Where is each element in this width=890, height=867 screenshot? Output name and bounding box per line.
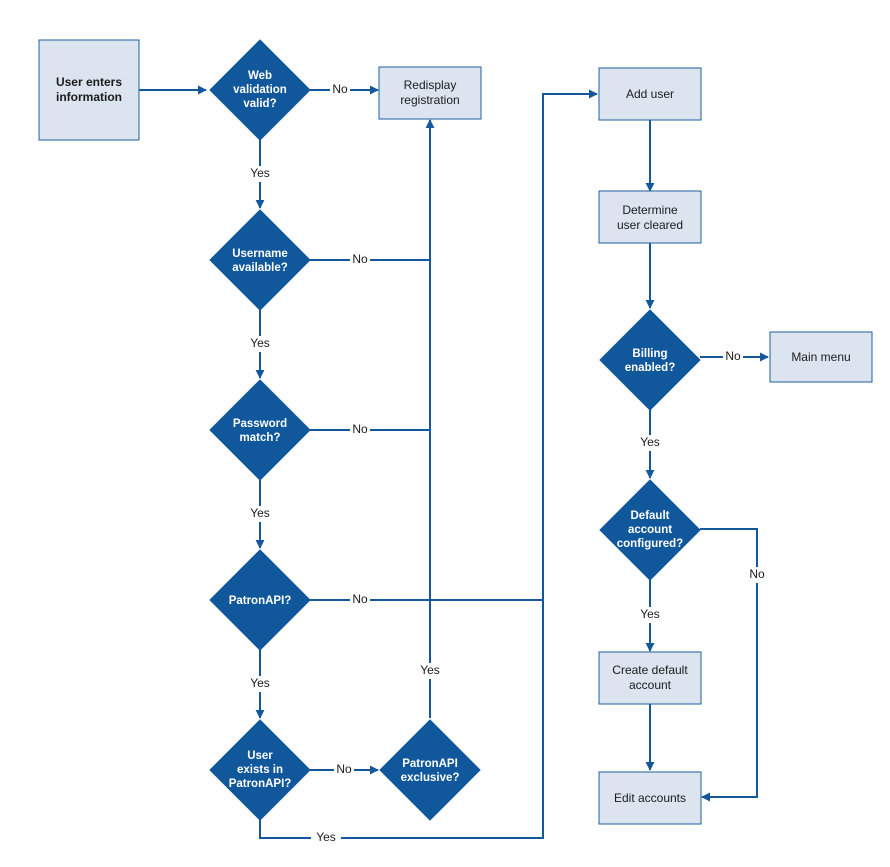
label-default-account-no: No — [747, 567, 767, 583]
node-patronapi: PatronAPI? — [209, 549, 311, 651]
svg-text:No: No — [725, 349, 741, 363]
label-username-no: No — [350, 252, 370, 268]
svg-text:No: No — [352, 422, 368, 436]
svg-text:No: No — [352, 252, 368, 266]
svg-text:PatronAPI?: PatronAPI? — [229, 595, 292, 607]
label-billing-no: No — [723, 349, 743, 365]
label-user-exists-yes: Yes — [311, 830, 341, 846]
svg-text:Yes: Yes — [316, 830, 336, 844]
svg-text:No: No — [749, 567, 765, 581]
node-edit-accounts: Edit accounts — [598, 771, 702, 825]
node-main-menu: Main menu — [769, 331, 873, 383]
edges — [139, 85, 769, 839]
svg-text:Yes: Yes — [250, 166, 270, 180]
svg-text:Yes: Yes — [250, 336, 270, 350]
svg-text:Yes: Yes — [420, 663, 440, 677]
label-web-validation-no: No — [330, 82, 350, 98]
label-password-no: No — [350, 422, 370, 438]
svg-text:Yes: Yes — [250, 676, 270, 690]
edge-default-account-no — [700, 528, 758, 802]
label-patronapi-yes: Yes — [245, 676, 275, 692]
edge-patronapi-no — [310, 89, 598, 601]
svg-text:Yes: Yes — [250, 506, 270, 520]
svg-text:Edit accounts: Edit accounts — [614, 791, 686, 805]
label-password-yes: Yes — [245, 506, 275, 522]
label-web-validation-yes: Yes — [245, 166, 275, 182]
edge-labels: No Yes No Yes No Yes No Yes Yes No Yes N… — [245, 82, 767, 846]
label-user-exists-no: No — [334, 762, 354, 778]
svg-text:Yes: Yes — [640, 607, 660, 621]
edge-user-exists-yes — [259, 600, 544, 839]
label-username-yes: Yes — [245, 336, 275, 352]
label-patronapi-no: No — [350, 592, 370, 608]
svg-text:No: No — [336, 762, 352, 776]
label-billing-yes: Yes — [635, 435, 665, 451]
label-default-account-yes: Yes — [635, 607, 665, 623]
svg-text:No: No — [332, 82, 348, 96]
svg-text:Yes: Yes — [640, 435, 660, 449]
svg-text:No: No — [352, 592, 368, 606]
svg-text:Add user: Add user — [626, 87, 674, 101]
node-add-user: Add user — [598, 67, 702, 121]
svg-text:Main menu: Main menu — [791, 350, 850, 364]
label-exclusive-yes: Yes — [415, 663, 445, 679]
